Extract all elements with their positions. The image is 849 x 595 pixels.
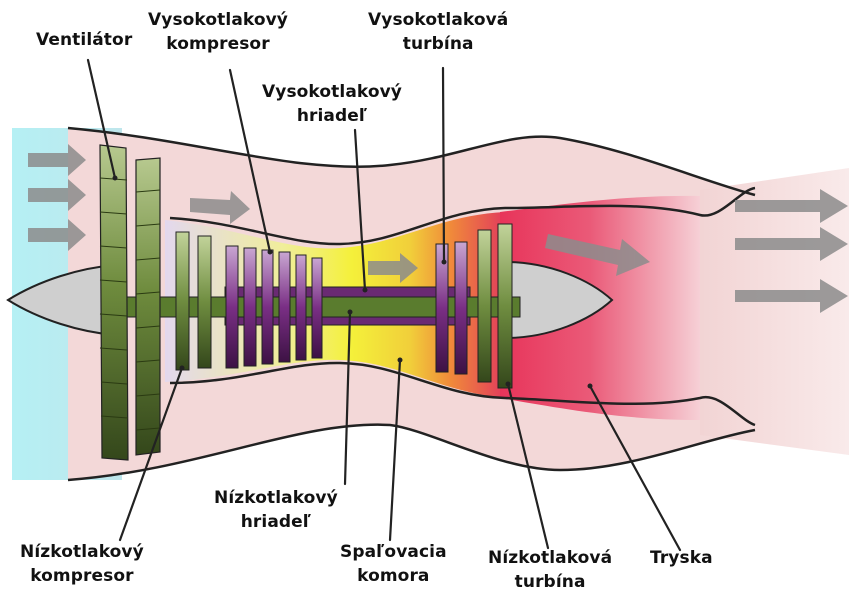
label-lp-shaft-line2: hriadeľ <box>214 510 338 534</box>
label-nozzle: Tryska <box>650 546 713 570</box>
label-combustion-chamber-line1: Spaľovacia <box>340 540 447 564</box>
label-lp-shaft-line1: Nízkotlakový <box>214 486 338 510</box>
label-hp-compressor-line2: kompresor <box>148 32 288 56</box>
label-hp-shaft-line1: Vysokotlakový <box>262 80 402 104</box>
label-hp-turbine-line1: Vysokotlaková <box>368 8 508 32</box>
label-hp-compressor-line1: Vysokotlakový <box>148 8 288 32</box>
label-fan-line1: Ventilátor <box>36 28 132 52</box>
label-combustion-chamber-line2: komora <box>340 564 447 588</box>
label-hp-shaft: Vysokotlakový hriadeľ <box>262 80 402 128</box>
label-hp-turbine: Vysokotlaková turbína <box>368 8 508 56</box>
label-lp-compressor-line2: kompresor <box>20 564 144 588</box>
label-lp-turbine: Nízkotlaková turbína <box>488 546 612 594</box>
label-fan: Ventilátor <box>36 28 132 52</box>
label-hp-shaft-line2: hriadeľ <box>262 104 402 128</box>
label-lp-shaft: Nízkotlakový hriadeľ <box>214 486 338 534</box>
label-combustion-chamber: Spaľovacia komora <box>340 540 447 588</box>
leader-hp-turbine <box>443 68 444 262</box>
label-lp-turbine-line2: turbína <box>488 570 612 594</box>
label-lp-compressor: Nízkotlakový kompresor <box>20 540 144 588</box>
label-nozzle-line1: Tryska <box>650 546 713 570</box>
label-lp-turbine-line1: Nízkotlaková <box>488 546 612 570</box>
label-hp-compressor: Vysokotlakový kompresor <box>148 8 288 56</box>
label-hp-turbine-line2: turbína <box>368 32 508 56</box>
label-lp-compressor-line1: Nízkotlakový <box>20 540 144 564</box>
